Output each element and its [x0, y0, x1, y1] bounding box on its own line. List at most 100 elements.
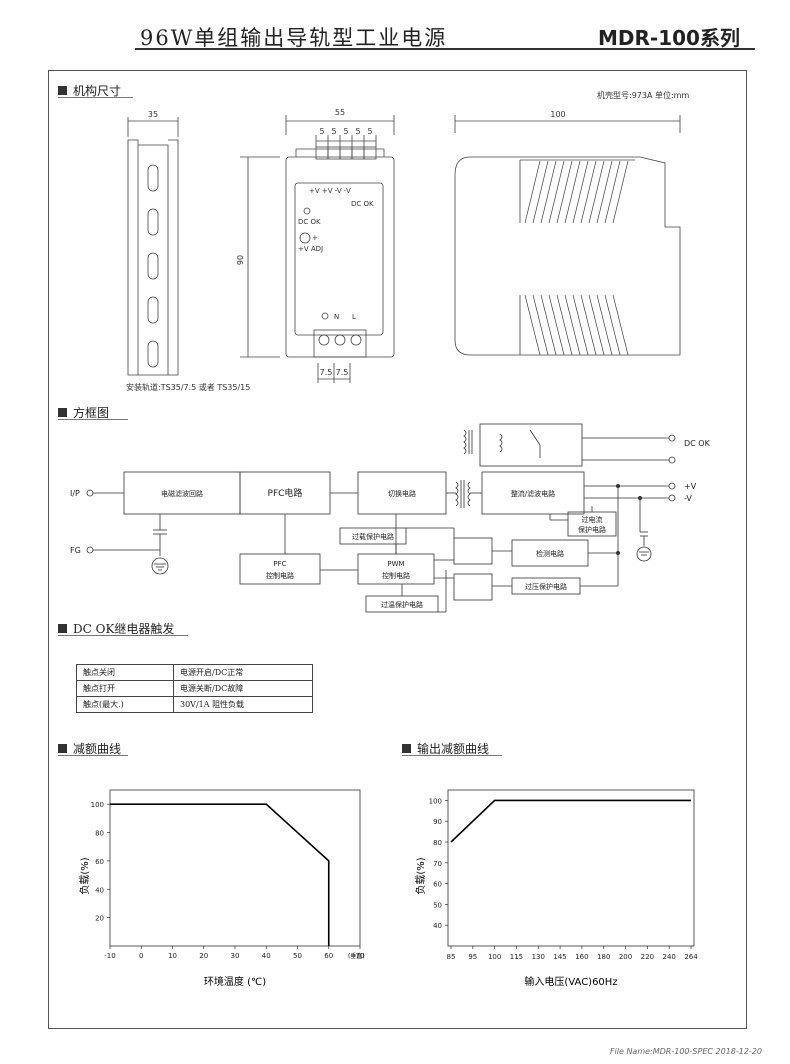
- section-underline: [402, 755, 502, 756]
- relay-contact-cell: 触点打开: [76, 680, 174, 697]
- dc-ok-led-label: DC OK: [298, 218, 321, 226]
- x-tick-label: 100: [488, 953, 501, 961]
- emi-label: 电磁滤波回路: [161, 489, 203, 498]
- x-tick-label: 115: [510, 953, 523, 961]
- ip-label: I/P: [70, 489, 80, 498]
- y-tick-label: 40: [95, 886, 104, 894]
- y-tick-label: 80: [95, 830, 104, 838]
- section-output-derating-label: 输出减额曲线: [417, 742, 490, 756]
- dim-pitch-bottom-2: 7.5: [336, 368, 349, 377]
- y-tick-label: 70: [433, 860, 442, 868]
- y-tick-label: 100: [91, 801, 104, 809]
- y-tick-label: 80: [433, 839, 442, 847]
- dim-pitch-3: 5: [343, 127, 348, 136]
- y-tick-label: 90: [433, 818, 442, 826]
- x-tick-label: 30: [231, 952, 240, 960]
- x-tick-label: 10: [168, 952, 177, 960]
- dc-ok-contact-label: DC OK: [351, 200, 374, 208]
- dim-pitch-4: 5: [355, 127, 360, 136]
- olp-box: [339, 527, 407, 545]
- x-tick-label: 264: [684, 953, 698, 961]
- vadj-label: +V ADJ: [298, 245, 323, 253]
- l-label: L: [352, 313, 356, 321]
- y-tick-label: 40: [433, 922, 442, 930]
- ocp-label-1: 过电流: [582, 515, 603, 524]
- chart1-xunit: (垂直): [348, 952, 365, 960]
- table-row: 触点关闭 电源开启/DC正常: [76, 664, 313, 681]
- vadj-plus-label: +: [312, 234, 318, 242]
- relay-box: [479, 423, 583, 467]
- y-tick-label: 60: [433, 881, 442, 889]
- opto-1-box: [453, 537, 493, 565]
- section-mechanical: 机构尺寸: [58, 82, 121, 99]
- section-underline: [58, 635, 188, 636]
- section-block-label: 方框图: [73, 406, 110, 420]
- table-row: 触点(最大.) 30V/1A 阻性负载: [76, 696, 313, 713]
- bullet-square-icon: [402, 744, 411, 753]
- x-tick-label: 0: [139, 952, 143, 960]
- relay-contact-cell: 触点关闭: [76, 664, 174, 681]
- bullet-square-icon: [58, 408, 67, 417]
- x-tick-label: 40: [262, 952, 271, 960]
- dim-rail-width: 35: [148, 110, 158, 119]
- x-tick-label: 60: [324, 952, 333, 960]
- section-underline: [58, 419, 128, 420]
- x-tick-label: 130: [532, 953, 545, 961]
- section-output-derating: 输出减额曲线: [402, 740, 489, 757]
- dim-front-width: 55: [335, 108, 345, 117]
- otp-label: 过温保护电路: [381, 600, 423, 609]
- opto-2-box: [453, 573, 493, 601]
- page-title: 96W单组输出导轨型工业电源: [140, 26, 448, 50]
- x-tick-label: 240: [662, 953, 675, 961]
- bullet-square-icon: [58, 86, 67, 95]
- dim-side-width: 100: [550, 110, 565, 119]
- chart-frame: [447, 789, 695, 947]
- content-frame: [48, 70, 747, 1029]
- x-tick-label: 200: [619, 953, 632, 961]
- pwm-label-1: PWM: [387, 560, 404, 568]
- section-derating-label: 减额曲线: [73, 742, 122, 756]
- x-tick-label: 85: [447, 953, 456, 961]
- dim-pitch-5: 5: [367, 127, 372, 136]
- rect-label: 整流/滤波电路: [511, 489, 555, 498]
- vplus-label: +V: [684, 482, 697, 491]
- dim-height: 90: [236, 255, 245, 265]
- relay-state-cell: 电源关断/DC故障: [173, 680, 313, 697]
- file-footer: File Name:MDR-100-SPEC 2018-12-20: [609, 1047, 762, 1056]
- x-tick-label: 145: [553, 953, 566, 961]
- series-title: MDR-100系列: [598, 26, 740, 50]
- mechanical-drawing: 35 55 5 5 5 5 5 100 90 7.5 7.5 +V +V -V …: [127, 108, 681, 383]
- x-tick-label: 95: [468, 953, 477, 961]
- rail-note: 安装轨道:TS35/7.5 或者 TS35/15: [126, 383, 251, 392]
- block-diagram: 电磁滤波回路 PFC电路 切换电路 整流/滤波电路 PFC 控制电路 PWM 控…: [70, 423, 711, 613]
- y-tick-label: 100: [429, 797, 442, 805]
- fg-label: FG: [70, 546, 81, 555]
- ovp-label: 过压保护电路: [525, 582, 567, 591]
- pfc-ctrl-label-1: PFC: [273, 560, 286, 568]
- switch-label: 切换电路: [388, 489, 416, 498]
- section-relay-label: DC OK继电器触发: [73, 622, 175, 636]
- n-label: N: [334, 313, 339, 321]
- title-underline: [135, 48, 755, 50]
- vminus-label: -V: [684, 494, 692, 503]
- pfc-ctrl-label-2: 控制电路: [266, 571, 294, 580]
- dim-pitch-1: 5: [319, 127, 324, 136]
- olp-label: 过载保护电路: [352, 532, 394, 541]
- chart2-xlabel: 输入电压(VAC)60Hz: [524, 975, 617, 988]
- y-tick-label: 60: [95, 858, 104, 866]
- terminal-labels: +V +V -V -V: [309, 187, 351, 195]
- table-row: 触点打开 电源关断/DC故障: [76, 680, 313, 697]
- relay-table: 触点关闭 电源开启/DC正常 触点打开 电源关断/DC故障 触点(最大.) 30…: [76, 664, 313, 713]
- section-mechanical-label: 机构尺寸: [73, 84, 122, 98]
- output-derating-series-line: [450, 799, 691, 843]
- x-tick-label: -10: [104, 952, 115, 960]
- pfc-ctrl-box: [239, 553, 321, 585]
- derating-series-line: [110, 803, 330, 946]
- dim-pitch-2: 5: [331, 127, 336, 136]
- section-underline: [58, 755, 128, 756]
- section-relay: DC OK继电器触发: [58, 620, 174, 637]
- x-tick-label: 180: [597, 953, 610, 961]
- x-tick-label: 50: [293, 952, 302, 960]
